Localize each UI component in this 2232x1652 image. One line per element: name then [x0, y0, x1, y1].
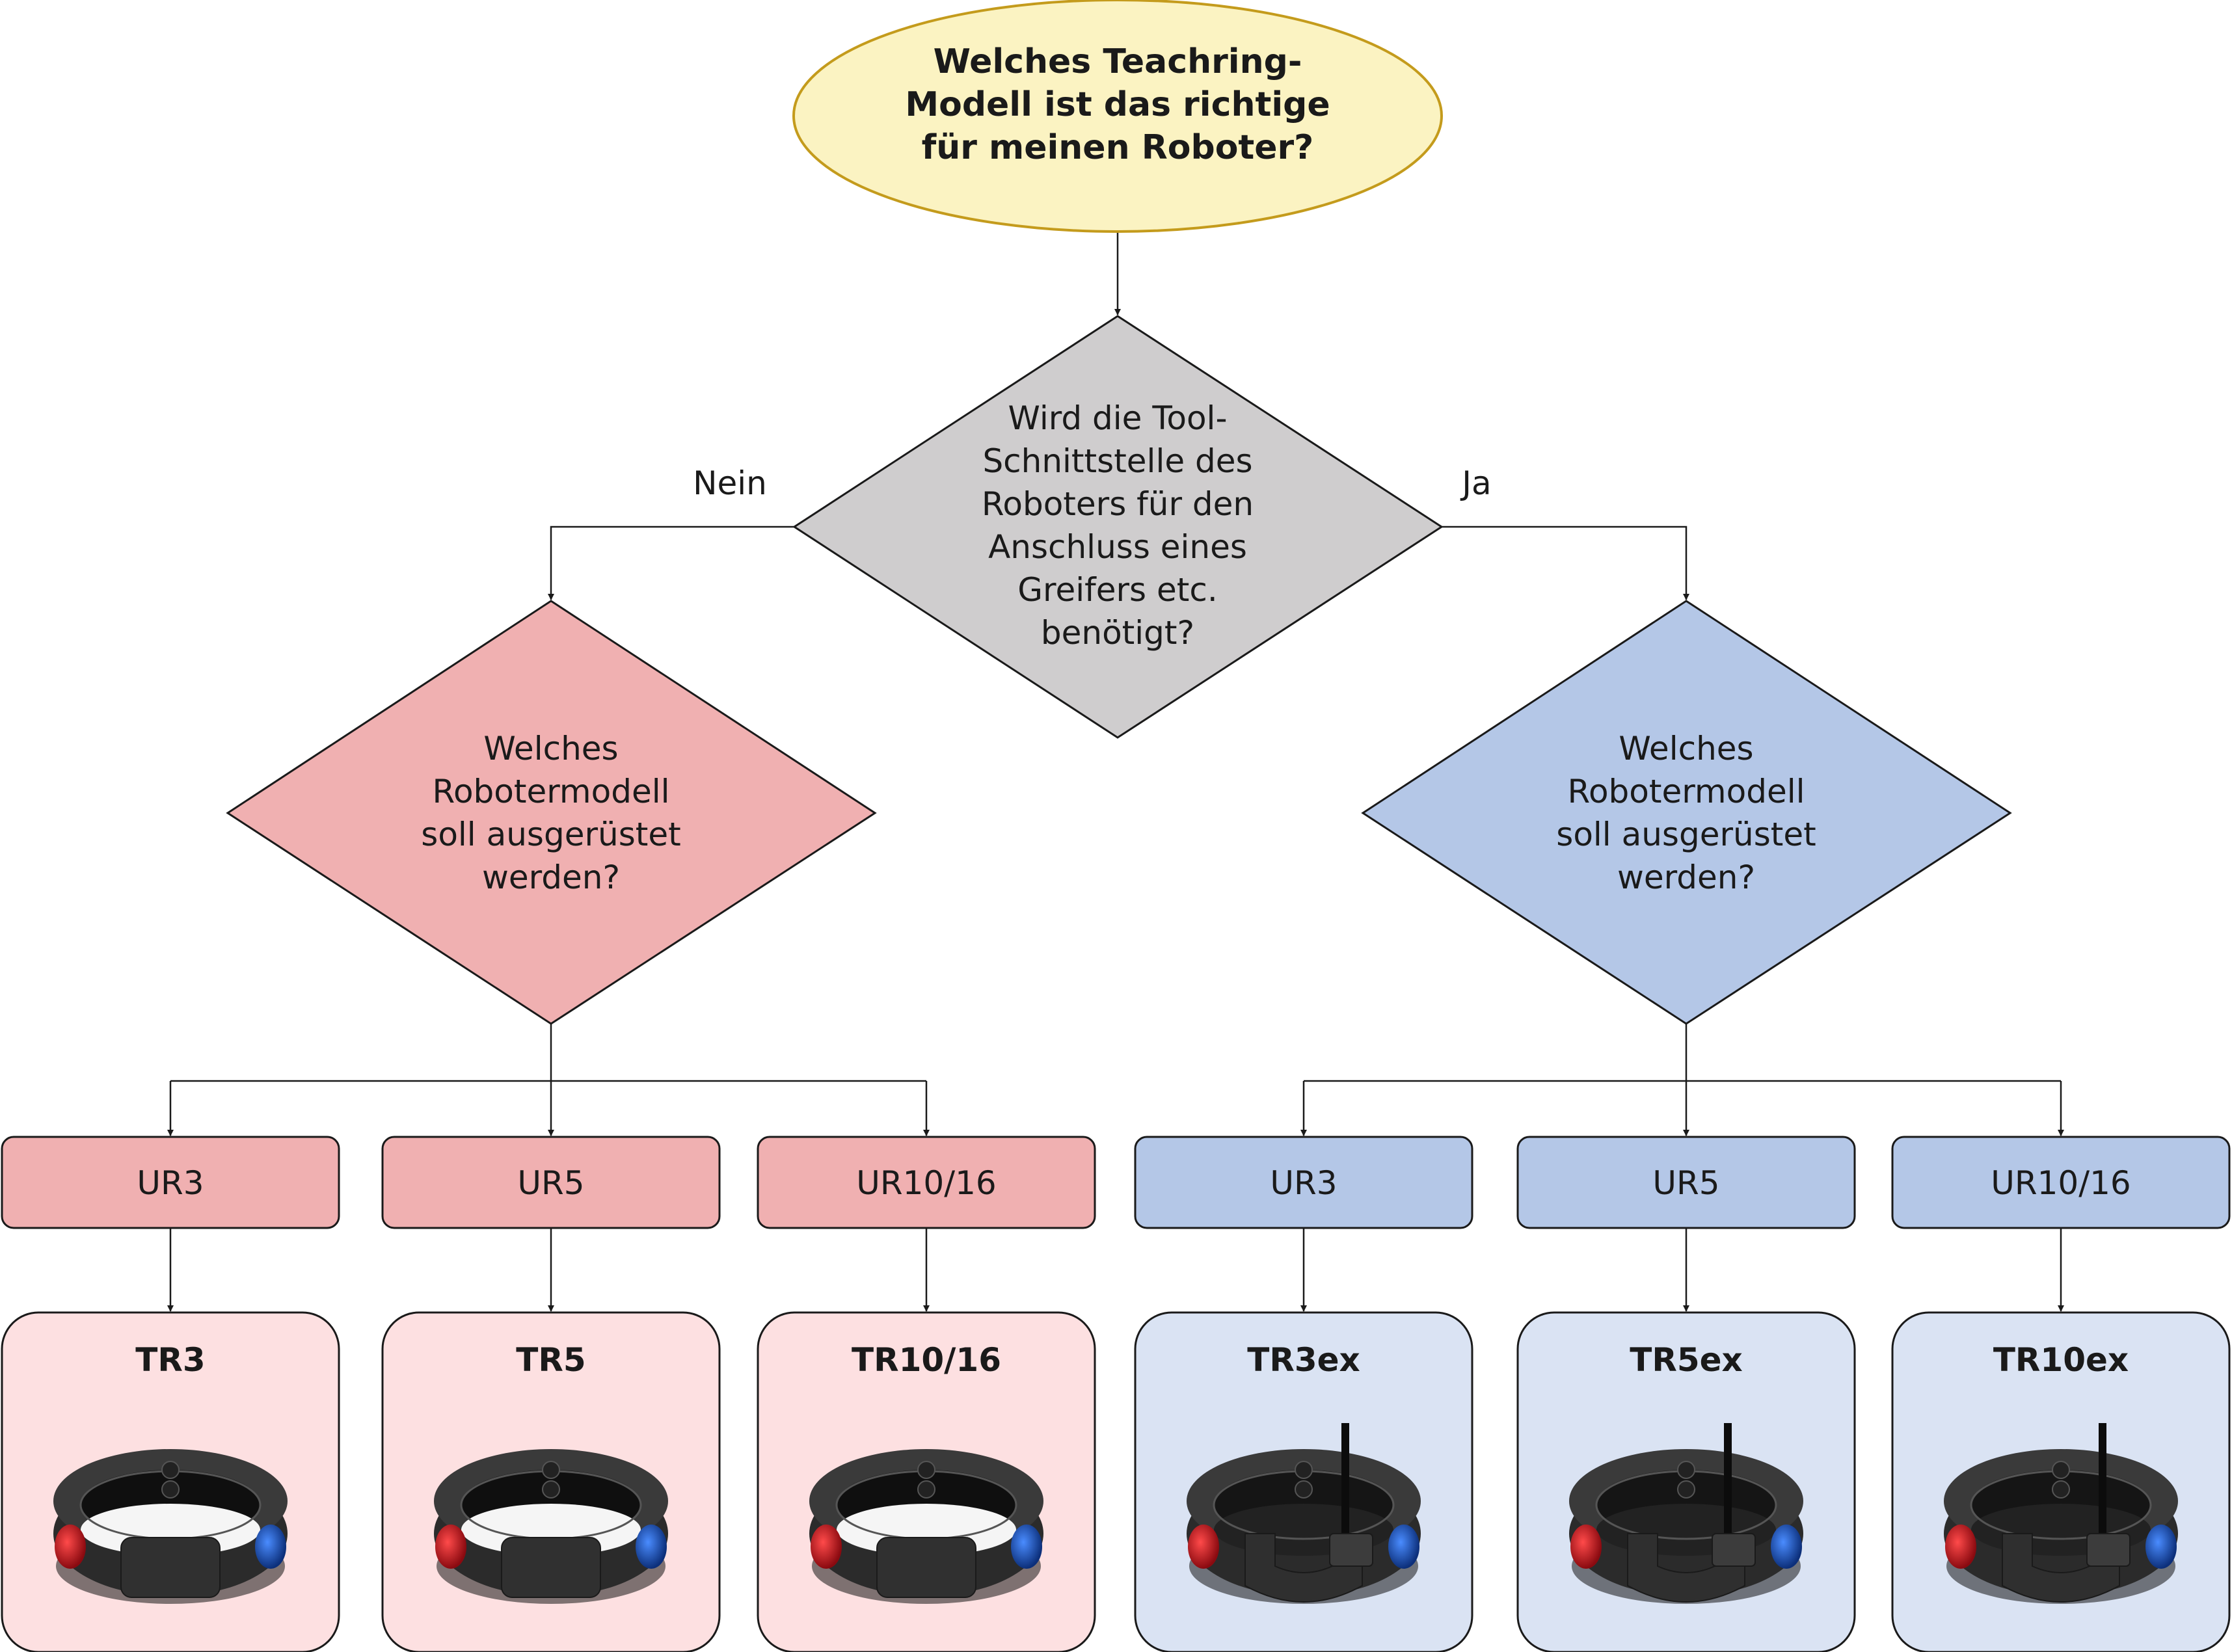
- product-card: TR5: [381, 1311, 721, 1652]
- product-name: TR3ex: [1247, 1341, 1360, 1379]
- robot-box: UR10/16: [757, 1136, 1096, 1229]
- decision-no-line-2: Robotermodell: [432, 773, 669, 810]
- decision-no-line-1: Welches: [483, 730, 618, 767]
- robot-box: UR3: [1, 1136, 340, 1229]
- robot-label: UR3: [1270, 1164, 1337, 1202]
- robot-box-shape: [381, 1136, 721, 1229]
- edge-label-no: Nein: [693, 464, 767, 502]
- robot-label: UR5: [1652, 1164, 1719, 1202]
- product-card: TR3: [1, 1311, 340, 1652]
- decision-no-node: Welches Robotermodell soll ausgerüstet w…: [226, 600, 877, 1025]
- decision-yes-line-3: soll ausgerüstet: [1556, 816, 1816, 853]
- question-diamond: [792, 315, 1444, 739]
- robot-box: UR3: [1134, 1136, 1473, 1229]
- edge-question-no: [548, 526, 794, 600]
- start-ellipse: [792, 0, 1443, 233]
- product-name: TR5ex: [1630, 1341, 1743, 1379]
- robot-box-shape: [757, 1136, 1096, 1229]
- start-node: Welches Teachring- Modell ist das richti…: [792, 0, 1443, 233]
- teachring-ex-icon: [1944, 1423, 2178, 1604]
- product-name: TR5: [516, 1341, 585, 1379]
- robot-label: UR10/16: [856, 1164, 996, 1202]
- robot-box: UR10/16: [1891, 1136, 2231, 1229]
- question-node: Wird die Tool- Schnittstelle des Roboter…: [792, 315, 1444, 739]
- start-line-2: Modell ist das richtige: [905, 85, 1330, 124]
- edges-no-branch: [167, 1024, 930, 1312]
- decision-yes-diamond: [1361, 600, 2012, 1025]
- connectors: [167, 232, 2064, 1312]
- decision-no-line-4: werden?: [482, 859, 620, 896]
- teachring-icon: [434, 1449, 668, 1604]
- teachring-icon: [809, 1449, 1043, 1604]
- robot-box: UR5: [381, 1136, 721, 1229]
- start-line-3: für meinen Roboter?: [922, 128, 1314, 167]
- decision-no-diamond: [226, 600, 877, 1025]
- robot-label: UR3: [137, 1164, 204, 1202]
- decision-yes-line-1: Welches: [1619, 730, 1753, 767]
- product-name: TR10/16: [852, 1341, 1001, 1379]
- teachring-ex-icon: [1187, 1423, 1421, 1604]
- edges-yes-branch: [1300, 1024, 2064, 1312]
- question-line-2: Schnittstelle des: [982, 442, 1252, 480]
- question-line-4: Anschluss eines: [988, 528, 1247, 566]
- question-line-6: benötigt?: [1041, 614, 1194, 652]
- product-name: TR10ex: [1993, 1341, 2129, 1379]
- robot-box-shape: [1891, 1136, 2231, 1229]
- product-card: TR3ex: [1134, 1311, 1473, 1652]
- decision-yes-line-2: Robotermodell: [1567, 773, 1805, 810]
- teachring-icon: [53, 1449, 288, 1604]
- decision-yes-line-4: werden?: [1617, 859, 1755, 896]
- edge-question-yes: [1442, 526, 1689, 600]
- question-line-1: Wird die Tool-: [1008, 399, 1228, 437]
- robot-box-shape: [1134, 1136, 1473, 1229]
- robot-label: UR10/16: [1991, 1164, 2131, 1202]
- robot-box: UR5: [1516, 1136, 1856, 1229]
- edge-label-yes: Ja: [1460, 464, 1491, 502]
- teachring-ex-icon: [1569, 1423, 1803, 1604]
- start-line-1: Welches Teachring-: [934, 42, 1302, 81]
- robot-box-shape: [1516, 1136, 1856, 1229]
- question-line-3: Roboters für den: [982, 485, 1254, 523]
- product-card: TR10/16: [757, 1311, 1096, 1652]
- product-card: TR10ex: [1891, 1311, 2231, 1652]
- question-line-5: Greifers etc.: [1017, 571, 1217, 609]
- product-name: TR3: [135, 1341, 205, 1379]
- decision-yes-node: Welches Robotermodell soll ausgerüstet w…: [1361, 600, 2012, 1025]
- decision-no-line-3: soll ausgerüstet: [421, 816, 680, 853]
- robot-label: UR5: [517, 1164, 584, 1202]
- product-card: TR5ex: [1516, 1311, 1856, 1652]
- robot-box-shape: [1, 1136, 340, 1229]
